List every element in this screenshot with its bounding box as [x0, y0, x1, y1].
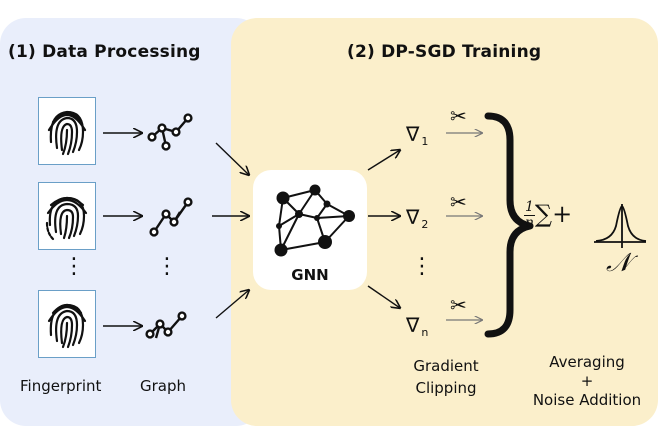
fingerprint-icon	[38, 290, 96, 358]
data-processing-title: (1) Data Processing	[8, 42, 201, 62]
fingerprint-label: Fingerprint	[20, 377, 102, 395]
scissors-icon: ✂	[450, 190, 467, 214]
sum-symbol: ∑	[534, 200, 553, 228]
fingerprint-icon	[38, 97, 96, 165]
graph-ellipsis: ⋮	[156, 254, 178, 279]
fingerprint-icon	[38, 182, 96, 250]
gnn-box	[253, 170, 367, 290]
plus-symbol: +	[552, 200, 573, 228]
gnn-label: GNN	[291, 266, 329, 284]
neural-network-icon	[274, 184, 355, 257]
graph-icon	[149, 197, 193, 237]
averaging-noise-label: Averaging + Noise Addition	[532, 353, 642, 409]
gradient-2: ∇2	[406, 205, 429, 231]
gradient-n: ∇n	[406, 313, 429, 339]
curly-bracket	[484, 112, 534, 338]
gaussian-curve-icon	[594, 204, 647, 248]
scissors-icon: ✂	[450, 293, 467, 317]
gradient-ellipsis: ⋮	[411, 254, 433, 279]
graph-icon	[145, 311, 187, 339]
dp-sgd-training-title: (2) DP-SGD Training	[347, 42, 542, 62]
gradient-clipping-label: Gradient Clipping	[413, 357, 479, 397]
gradient-1: ∇1	[406, 122, 429, 148]
fingerprint-ellipsis: ⋮	[63, 254, 85, 279]
normal-distribution-symbol: 𝒩	[606, 248, 631, 278]
graph-icon	[147, 113, 193, 151]
scissors-icon: ✂	[450, 104, 467, 128]
graph-label: Graph	[140, 377, 187, 395]
